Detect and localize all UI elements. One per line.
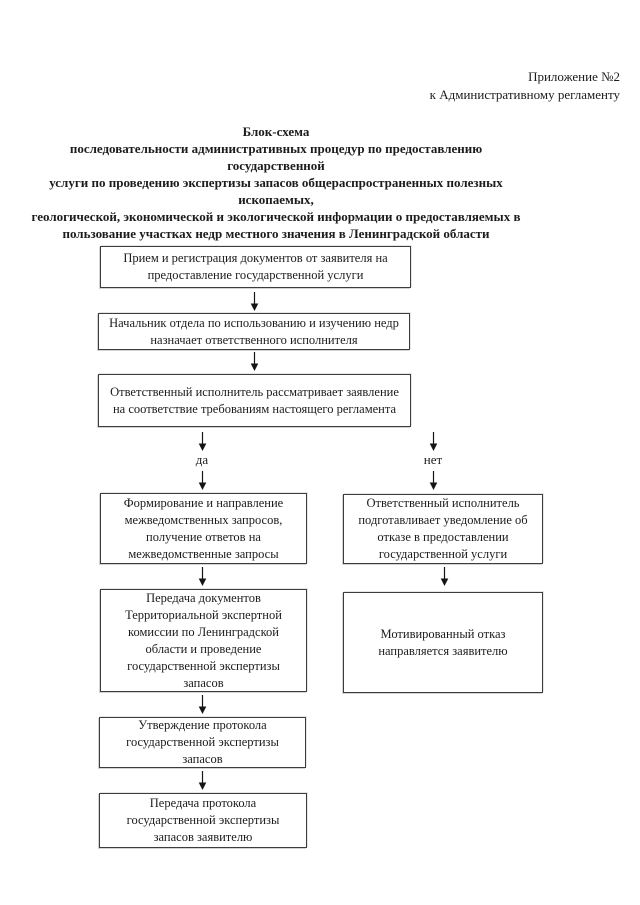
flow-arrow-down-icon <box>429 432 438 451</box>
flow-arrow-down-icon <box>198 695 207 714</box>
flow-arrow-down-icon <box>250 292 259 311</box>
branch-label-no: нет <box>423 452 443 467</box>
flow-arrow-down-icon <box>198 771 207 790</box>
flow-box-label: Ответственный исполнитель рассматривает … <box>110 384 399 416</box>
flow-box-label: Утверждение протокола государственной эк… <box>126 718 279 766</box>
annotation-line-2: к Административному регламенту <box>429 87 620 102</box>
title-line: пользование участках недр местного значе… <box>62 226 490 241</box>
title-line: Блок-схема <box>242 124 310 139</box>
flow-box-label: Формирование и направление межведомствен… <box>123 495 284 561</box>
flow-box-review-application: Ответственный исполнитель рассматривает … <box>98 374 411 427</box>
flow-box-receive-documents: Прием и регистрация документов от заявит… <box>100 246 411 288</box>
flow-box-assign-executor: Начальник отдела по использованию и изуч… <box>98 313 410 350</box>
flow-box-label: Начальник отдела по использованию и изуч… <box>109 315 399 347</box>
flow-box-approve-protocol: Утверждение протокола государственной эк… <box>99 717 306 768</box>
annotation-line-1: Приложение №2 <box>528 69 620 84</box>
flow-box-transfer-to-commission: Передача документов Территориальной эксп… <box>100 589 307 692</box>
flow-box-refusal-notification: Ответственный исполнитель подготавливает… <box>343 494 543 564</box>
flow-arrow-down-icon <box>250 352 259 371</box>
flow-arrow-down-icon <box>429 471 438 490</box>
appendix-annotation: Приложение №2 к Административному реглам… <box>430 68 620 104</box>
branch-label-yes: да <box>195 452 209 467</box>
flow-box-label: Передача документов Территориальной эксп… <box>125 590 282 690</box>
flow-box-deliver-protocol: Передача протокола государственной экспе… <box>99 793 307 848</box>
flow-arrow-down-icon <box>198 432 207 451</box>
flow-arrow-down-icon <box>440 567 449 586</box>
flow-box-label: Мотивированный отказ направляется заявит… <box>378 626 508 658</box>
flow-box-label: Передача протокола государственной экспе… <box>126 796 280 844</box>
title-line: последовательности административных проц… <box>69 141 483 173</box>
flow-arrow-down-icon <box>198 567 207 586</box>
title-line: геологической, экономической и экологиче… <box>31 209 521 224</box>
flow-box-label: Прием и регистрация документов от заявит… <box>123 251 388 282</box>
flow-arrow-down-icon <box>198 471 207 490</box>
flow-box-label: Ответственный исполнитель подготавливает… <box>358 496 528 561</box>
title-line: услуги по проведению экспертизы запасов … <box>49 175 503 207</box>
flow-box-interagency-requests: Формирование и направление межведомствен… <box>100 493 307 564</box>
document-title: Блок-схема последовательности администра… <box>20 123 532 242</box>
flow-box-motivated-refusal: Мотивированный отказ направляется заявит… <box>343 592 543 693</box>
